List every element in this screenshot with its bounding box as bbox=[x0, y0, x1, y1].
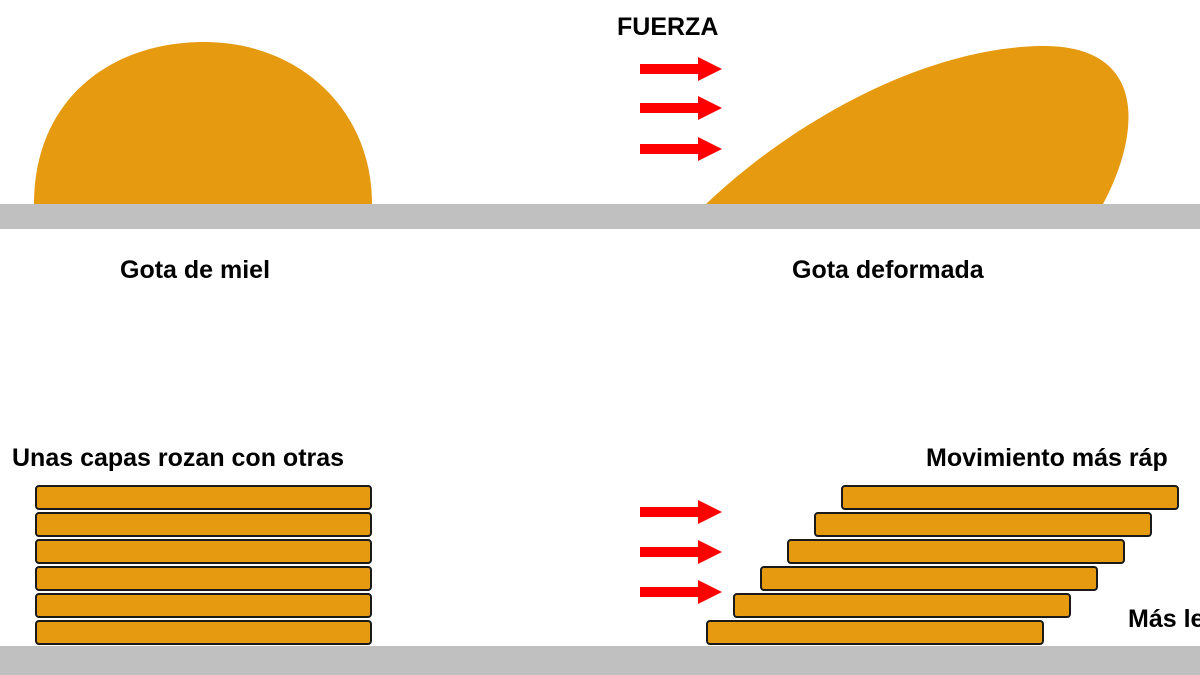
sheared-layer bbox=[814, 512, 1152, 537]
slower-movement-label: Más le bbox=[1128, 605, 1200, 633]
stacked-layer bbox=[35, 593, 372, 618]
sheared-layer bbox=[706, 620, 1044, 645]
ground-surface-bottom bbox=[0, 646, 1200, 675]
force-arrow-top-1 bbox=[640, 57, 722, 81]
stacked-layer bbox=[35, 620, 372, 645]
sheared-layer bbox=[760, 566, 1098, 591]
deformed-honey-drop bbox=[706, 45, 1129, 205]
force-arrow-bottom-1 bbox=[640, 500, 722, 524]
ground-surface-top bbox=[0, 204, 1200, 229]
sheared-layer bbox=[787, 539, 1125, 564]
force-arrow-top-3 bbox=[640, 137, 722, 161]
stacked-layer bbox=[35, 512, 372, 537]
honey-drop bbox=[34, 42, 372, 204]
sheared-layer bbox=[841, 485, 1179, 510]
deformed-drop-label: Gota deformada bbox=[792, 256, 984, 284]
faster-movement-label: Movimiento más ráp bbox=[926, 444, 1168, 472]
stacked-layer bbox=[35, 566, 372, 591]
force-arrow-bottom-2 bbox=[640, 540, 722, 564]
stacked-layer bbox=[35, 539, 372, 564]
force-arrow-top-2 bbox=[640, 96, 722, 120]
stacked-layer bbox=[35, 485, 372, 510]
layers-label: Unas capas rozan con otras bbox=[12, 444, 345, 472]
honey-drop-label: Gota de miel bbox=[120, 256, 271, 284]
force-arrow-bottom-3 bbox=[640, 580, 722, 604]
force-label: FUERZA bbox=[617, 13, 719, 41]
sheared-layer bbox=[733, 593, 1071, 618]
